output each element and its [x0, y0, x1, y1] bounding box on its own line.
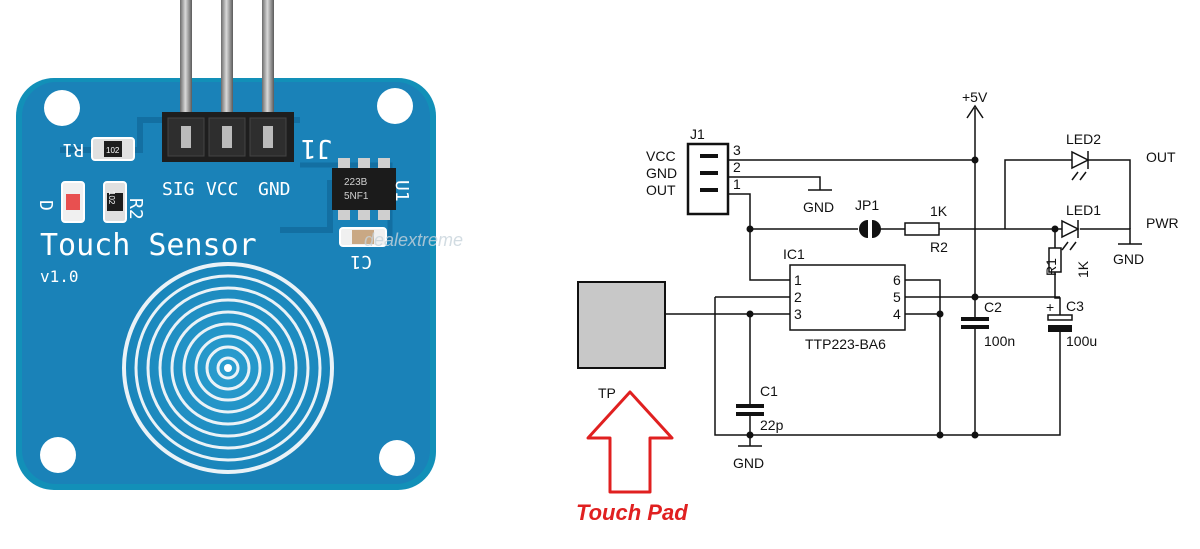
jp1-ref: JP1: [855, 197, 879, 213]
c1-value: 22p: [760, 417, 784, 433]
r2-value: 1K: [930, 203, 948, 219]
ref-u1: U1: [391, 180, 412, 202]
mounting-hole: [377, 88, 413, 124]
watermark: dealextreme: [364, 230, 463, 250]
r1-symbol: [1048, 247, 1062, 273]
junction: [746, 431, 754, 439]
pcb-trace: [280, 180, 333, 233]
junction: [971, 431, 979, 439]
wire-pin6: [905, 279, 941, 435]
junction: [971, 293, 979, 301]
pin-label-gnd: GND: [258, 179, 291, 200]
ic1-ref: IC1: [783, 246, 805, 262]
led1-ref: LED1: [1066, 202, 1101, 218]
r2-resistor: 102: [103, 181, 127, 223]
ref-c1: C1: [350, 251, 372, 272]
wire-out-led2: [1004, 159, 1072, 229]
r2-symbol: [904, 222, 940, 236]
touch-pad-arrow-icon: [586, 390, 674, 494]
r1-code: 102: [106, 146, 120, 155]
led2-symbol: [1071, 150, 1100, 181]
ref-r2: R2: [125, 198, 146, 220]
mounting-hole: [44, 90, 80, 126]
ic1-pin-6: 6: [893, 272, 901, 288]
ic-marking-2: 5NF1: [344, 191, 369, 202]
pin-header: [162, 0, 294, 162]
schematic: J1 VCC GND OUT 3 2 1: [576, 89, 1179, 525]
header-ref-j1: J1: [301, 133, 332, 163]
touch-pad-symbol: [577, 281, 666, 369]
pwr-label: PWR: [1146, 215, 1179, 231]
mounting-hole: [40, 437, 76, 473]
r1-value: 1K: [1075, 260, 1091, 278]
supply-arrow-icon: [966, 104, 984, 119]
j1-pin-num-1: 1: [733, 176, 741, 192]
r1-ref: R1: [1043, 258, 1059, 276]
pin-label-vcc: VCC: [206, 179, 239, 200]
junction: [936, 431, 944, 439]
u1-ic: 223B 5NF1: [332, 158, 396, 220]
pin-label-sig: SIG: [162, 179, 195, 200]
c3-ref: C3: [1066, 298, 1084, 314]
j1-pin-num-3: 3: [733, 142, 741, 158]
d-led: [61, 181, 85, 223]
c3-value: 100u: [1066, 333, 1097, 349]
j1-pin-name-gnd: GND: [646, 165, 677, 181]
ic1-part: TTP223-BA6: [805, 336, 886, 352]
c1-ref: C1: [760, 383, 778, 399]
ic1-body: [789, 264, 906, 331]
jp1-jumper: [859, 220, 881, 238]
wire-gnd-j1: [728, 176, 821, 190]
wire-out: [728, 193, 790, 281]
junction: [746, 310, 754, 318]
j1-pin-name-vcc: VCC: [646, 148, 676, 164]
led2-ref: LED2: [1066, 131, 1101, 147]
c2-value: 100n: [984, 333, 1015, 349]
r2-ref: R2: [930, 239, 948, 255]
gnd-label-j1: GND: [803, 199, 834, 215]
touch-pad-label: Touch Pad: [576, 500, 688, 525]
c1-capacitor: [339, 227, 387, 247]
ic1-pin-2: 2: [794, 289, 802, 305]
wire-led2-out: [1100, 159, 1131, 229]
ic1-pin-5: 5: [893, 289, 901, 305]
r2-code: 102: [107, 191, 116, 205]
ic-marking-1: 223B: [344, 177, 368, 188]
tp-label: TP: [598, 385, 616, 401]
junction: [971, 156, 979, 164]
out-label: OUT: [1146, 149, 1176, 165]
ic1-pin-4: 4: [893, 306, 901, 322]
j1-pin-num-2: 2: [733, 159, 741, 175]
gnd-label-c1: GND: [733, 455, 764, 471]
ref-d: D: [35, 200, 56, 211]
junction: [936, 310, 944, 318]
ref-r1: R1: [62, 139, 84, 160]
board-title: Touch Sensor: [40, 228, 257, 263]
mounting-hole: [379, 440, 415, 476]
ic1-pin-1: 1: [794, 272, 802, 288]
board-version: v1.0: [40, 267, 79, 286]
c2-symbol: [961, 317, 989, 329]
j1-pin-name-out: OUT: [646, 182, 676, 198]
touch-pad-rings: [122, 262, 334, 474]
wire-led1-pwr: [1080, 228, 1131, 244]
wire-left-loop: [714, 297, 1061, 436]
pcb-board: J1 SIG VCC GND 102 R1 D 102 R2: [16, 0, 436, 490]
wire-r1-c3: [1054, 272, 1061, 315]
r1-resistor: 102: [91, 137, 135, 161]
junction: [746, 225, 754, 233]
ic1-pin-3: 3: [794, 306, 802, 322]
gnd-label-pwr: GND: [1113, 251, 1144, 267]
led1-symbol: [1055, 219, 1080, 251]
c1-symbol: [736, 404, 764, 416]
c2-ref: C2: [984, 299, 1002, 315]
c3-symbol: [1047, 314, 1073, 332]
j1-ref: J1: [690, 126, 705, 142]
supply-label: +5V: [962, 89, 988, 105]
c3-polarity: +: [1046, 299, 1054, 315]
